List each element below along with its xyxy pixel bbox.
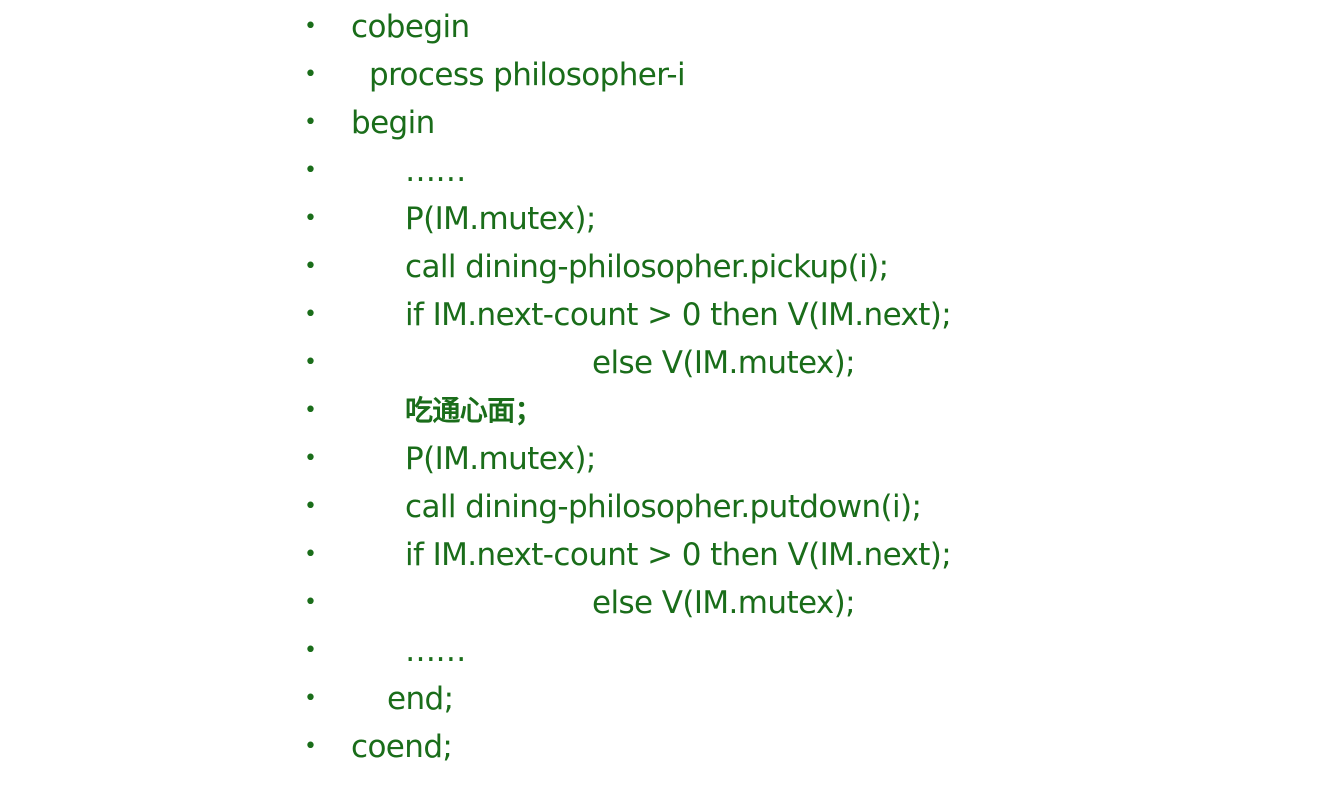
bullet-icon: • xyxy=(304,734,317,759)
bullet-icon: • xyxy=(304,254,317,279)
code-text: coend; xyxy=(351,729,453,765)
bullet-icon: • xyxy=(304,494,317,519)
bullet-icon: • xyxy=(304,302,317,327)
bullet-icon: • xyxy=(304,158,317,183)
code-text: …… xyxy=(405,153,466,189)
bullet-icon: • xyxy=(304,206,317,231)
code-text: P(IM.mutex); xyxy=(405,441,596,477)
bullet-icon: • xyxy=(304,590,317,615)
bullet-icon: • xyxy=(304,398,317,423)
code-text: end; xyxy=(387,681,454,717)
code-text: process philosopher-i xyxy=(369,57,686,93)
code-text: P(IM.mutex); xyxy=(405,201,596,237)
bullet-icon: • xyxy=(304,446,317,471)
bullet-icon: • xyxy=(304,542,317,567)
code-text: call dining-philosopher.putdown(i); xyxy=(405,489,922,525)
bullet-icon: • xyxy=(304,638,317,663)
bullet-icon: • xyxy=(304,686,317,711)
code-text: else V(IM.mutex); xyxy=(592,345,856,381)
code-text: …… xyxy=(405,633,466,669)
bullet-icon: • xyxy=(304,14,317,39)
code-text: if IM.next-count > 0 then V(IM.next); xyxy=(405,537,952,573)
code-text: else V(IM.mutex); xyxy=(592,585,856,621)
code-text: 吃通心面； xyxy=(405,394,543,427)
bullet-icon: • xyxy=(304,62,317,87)
code-text: cobegin xyxy=(351,9,470,45)
code-text: begin xyxy=(351,105,435,141)
bullet-icon: • xyxy=(304,350,317,375)
code-text: call dining-philosopher.pickup(i); xyxy=(405,249,889,285)
bullet-icon: • xyxy=(304,110,317,135)
code-text: if IM.next-count > 0 then V(IM.next); xyxy=(405,297,952,333)
